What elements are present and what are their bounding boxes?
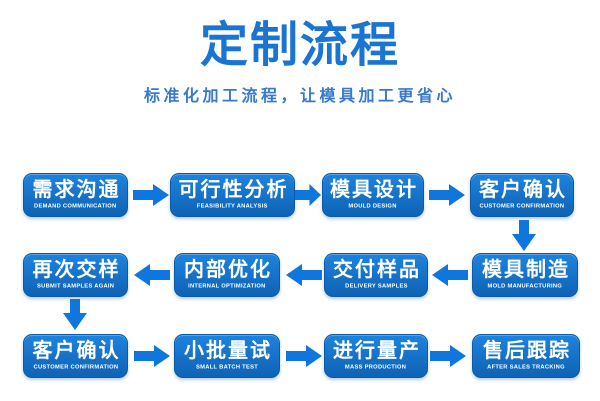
step-label-en: DEMAND COMMUNICATION xyxy=(34,201,117,209)
flow-step-demand-communication: 需求沟通 DEMAND COMMUNICATION xyxy=(23,173,128,217)
step-label-en: AFTER SALES TRACKING xyxy=(487,362,565,370)
step-label-zh: 小批量试 xyxy=(184,339,272,362)
flow-step-mould-design: 模具设计 MOULD DESIGN xyxy=(322,173,424,217)
step-label-en: FEASIBILITY ANALYSIS xyxy=(197,201,268,209)
flow-step-feasibility-analysis: 可行性分析 FEASIBILITY ANALYSIS xyxy=(170,173,295,217)
step-label-zh: 进行量产 xyxy=(333,339,421,362)
step-label-zh: 模具设计 xyxy=(330,178,418,201)
step-label-zh: 客户确认 xyxy=(32,339,121,362)
arrow-left-icon xyxy=(286,264,322,286)
step-label-en: DELIVERY SAMPLES xyxy=(344,281,408,289)
step-label-zh: 可行性分析 xyxy=(178,178,289,201)
step-label-en: INTERNAL OPTIMIZATION xyxy=(188,281,266,289)
step-label-zh: 交付样品 xyxy=(333,258,421,281)
step-label-en: MASS PRODUCTION xyxy=(345,362,407,370)
arrow-right-icon xyxy=(430,345,466,367)
flow-step-mold-manufacturing: 模具制造 MOLD MANUFACTURING xyxy=(472,253,578,297)
step-label-zh: 客户确认 xyxy=(479,178,567,201)
step-label-zh: 再次交样 xyxy=(32,258,121,281)
arrow-down-icon xyxy=(63,299,87,330)
flow-step-small-batch-test: 小批量试 SMALL BATCH TEST xyxy=(174,334,280,378)
step-label-en: SMALL BATCH TEST xyxy=(195,362,258,370)
arrow-down-icon xyxy=(512,220,536,251)
step-label-zh: 内部优化 xyxy=(184,258,272,281)
flow-step-delivery-samples: 交付样品 DELIVERY SAMPLES xyxy=(324,253,428,297)
step-label-en: CUSTOMER CONFIRMATION xyxy=(33,362,118,370)
step-label-zh: 模具制造 xyxy=(482,258,570,281)
arrow-left-icon xyxy=(432,264,468,286)
flow-step-customer-confirmation-2: 客户确认 CUSTOMER CONFIRMATION xyxy=(23,334,128,378)
step-label-en: CUSTOMER CONFIRMATION xyxy=(479,201,565,209)
step-label-en: MOLD MANUFACTURING xyxy=(487,281,563,289)
arrow-left-icon xyxy=(134,264,170,286)
page-header: 定制流程 标准化加工流程，让模具加工更省心 xyxy=(0,0,600,106)
arrow-right-icon xyxy=(133,184,169,206)
page-title: 定制流程 xyxy=(199,19,400,72)
step-label-zh: 需求沟通 xyxy=(32,178,121,201)
flow-step-customer-confirmation-1: 客户确认 CUSTOMER CONFIRMATION xyxy=(470,173,574,217)
arrow-right-icon xyxy=(134,345,170,367)
flow-step-after-sales-tracking: 售后跟踪 AFTER SALES TRACKING xyxy=(472,334,580,378)
step-label-zh: 售后跟踪 xyxy=(483,339,571,362)
arrow-right-icon xyxy=(295,184,321,206)
arrow-right-icon xyxy=(286,345,322,367)
step-label-en: MOULD DESIGN xyxy=(348,201,398,209)
flow-step-submit-samples-again: 再次交样 SUBMIT SAMPLES AGAIN xyxy=(23,253,128,297)
page-subtitle: 标准化加工流程，让模具加工更省心 xyxy=(143,88,456,106)
flow-step-internal-optimization: 内部优化 INTERNAL OPTIMIZATION xyxy=(174,253,280,297)
arrow-right-icon xyxy=(429,184,465,206)
step-label-en: SUBMIT SAMPLES AGAIN xyxy=(36,281,115,289)
flow-step-mass-production: 进行量产 MASS PRODUCTION xyxy=(324,334,428,378)
